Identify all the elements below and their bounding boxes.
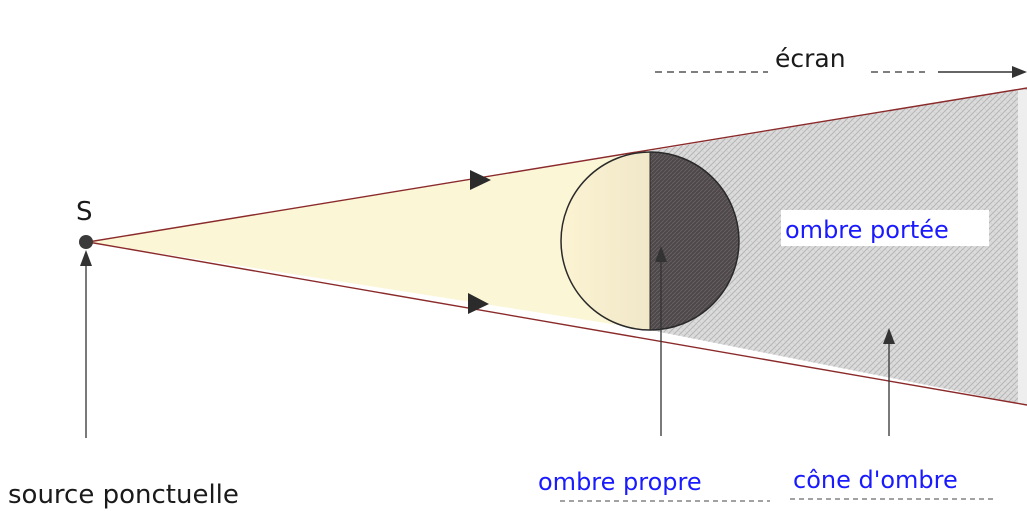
pointer-shadow-cone <box>883 328 895 436</box>
pointer-source <box>80 250 92 438</box>
cast-shadow-label: ombre portée <box>785 216 949 244</box>
screen-arrow <box>1012 66 1027 78</box>
cone-edge-top <box>87 87 1027 243</box>
own-shadow-label: ombre propre <box>538 468 702 496</box>
light-cone <box>88 151 650 330</box>
source-label: source ponctuelle <box>8 480 239 510</box>
light-direction-arrow-bottom <box>468 293 489 314</box>
light-direction-arrow-top <box>470 170 491 190</box>
opaque-sphere <box>560 151 740 331</box>
pointer-own-shadow <box>655 246 667 436</box>
cast-shadow-label-box <box>781 210 989 246</box>
screen-edge <box>1018 90 1027 404</box>
shadow-cone-label: cône d'ombre <box>793 466 958 494</box>
shadow-cone-area <box>650 88 1027 405</box>
source-letter: S <box>76 197 93 227</box>
cone-edge-bottom <box>87 241 1027 406</box>
point-source-dot <box>79 235 93 249</box>
screen-label: écran <box>775 44 846 73</box>
